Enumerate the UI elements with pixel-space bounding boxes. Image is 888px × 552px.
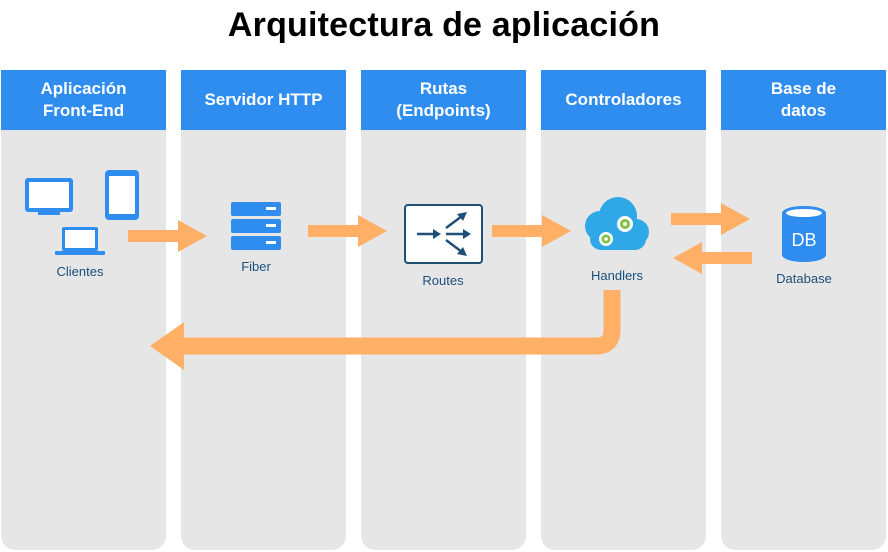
node-label-database: Database (776, 271, 832, 286)
lane-header-controllers: Controladores (541, 70, 706, 130)
lane-header-http-server: Servidor HTTP (181, 70, 346, 130)
node-label-handlers: Handlers (590, 268, 644, 283)
router-icon (404, 204, 483, 264)
lane-routes: Rutas (Endpoints) (361, 70, 526, 550)
lane-controllers: Controladores (541, 70, 706, 550)
cloud-gear-icon (585, 197, 649, 250)
monitor-icon (25, 178, 73, 215)
arrow-routes-to-handlers (492, 215, 571, 247)
arrow-handlers-to-database (671, 203, 750, 235)
arrow-clients-to-fiber (128, 220, 207, 252)
node-label-fiber: Fiber (241, 259, 271, 274)
lane-database: Base de datos (721, 70, 886, 550)
arrow-handlers-to-front-end (183, 290, 621, 355)
lane-header-routes: Rutas (Endpoints) (361, 70, 526, 130)
laptop-icon (55, 227, 105, 255)
flow-arrows (128, 203, 752, 274)
clients-icon-group (25, 170, 139, 255)
lane-http-server: Servidor HTTP (181, 70, 346, 550)
lane-header-database: Base de datos (721, 70, 886, 130)
arrow-handlers-to-front-end-head (150, 322, 184, 370)
lane-front-end: Aplicación Front-End (1, 70, 166, 550)
database-icon: DB (782, 206, 826, 262)
server-icon (231, 202, 281, 250)
arrow-database-to-handlers (673, 242, 752, 274)
tablet-icon (105, 170, 139, 220)
node-label-clientes: Clientes (56, 264, 104, 279)
diagram-title: Arquitectura de aplicación (227, 6, 661, 44)
arrow-fiber-to-routes (308, 215, 387, 247)
node-label-routes: Routes (422, 273, 464, 288)
lane-header-front-end: Aplicación Front-End (1, 70, 166, 130)
database-icon-text: DB (791, 230, 816, 250)
